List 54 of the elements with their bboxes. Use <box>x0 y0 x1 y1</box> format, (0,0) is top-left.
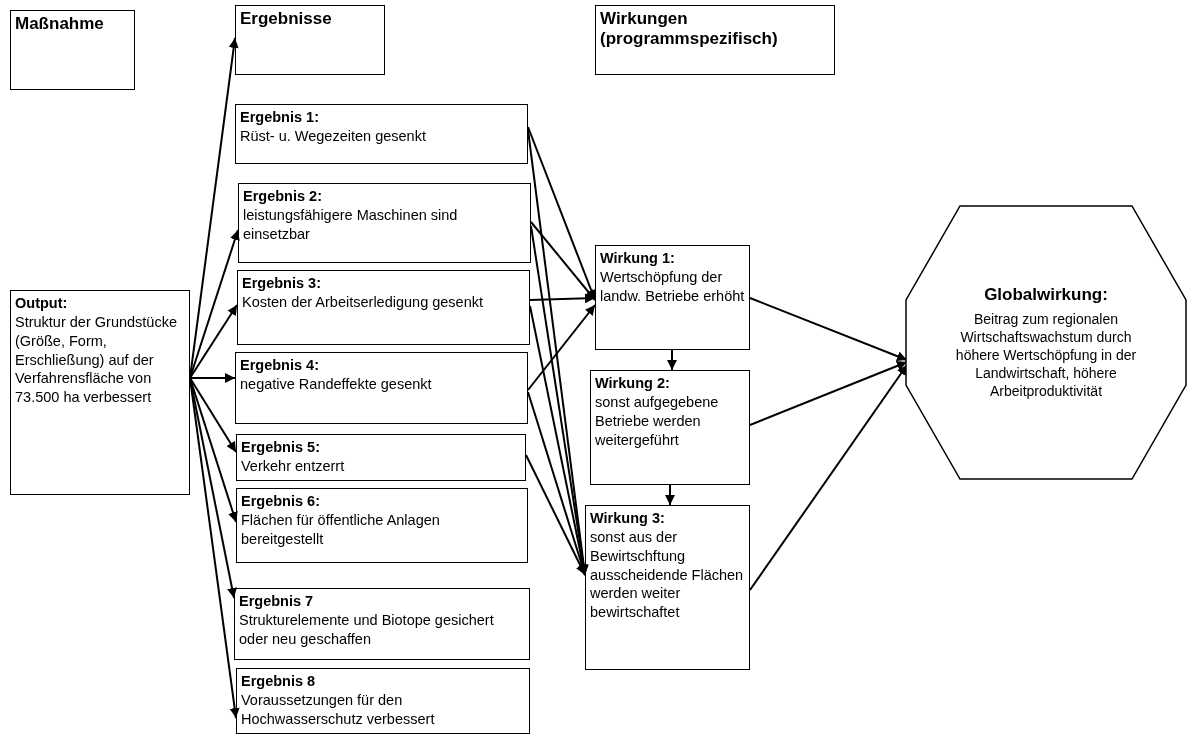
box-text: negative Randeffekte gesenkt <box>240 374 433 394</box>
box-text: leistungsfähigere Maschinen sind einsetzbar <box>243 205 459 244</box>
process-box <box>595 245 750 350</box>
column-header-box <box>235 5 385 75</box>
box-text: Struktur der Grundstücke (Größe, Form, Erschließung) auf der Verfahrensfläche von 73.500 ha verbessert <box>15 312 178 408</box>
box-text: sonst aufgegebene Betriebe werden weitergeführt <box>595 392 720 450</box>
process-box <box>590 370 750 485</box>
box-heading: Ergebnis 3: <box>242 274 322 293</box>
column-heading: Maßnahme <box>15 14 105 35</box>
box-heading: Wirkung 3: <box>590 509 666 528</box>
box-heading: Ergebnis 2: <box>243 187 323 206</box>
process-box <box>236 434 526 481</box>
process-box <box>10 290 190 495</box>
process-box <box>236 668 530 734</box>
arrow <box>189 304 238 379</box>
box-text: Kosten der Arbeitserledigung gesenkt <box>242 292 485 312</box>
arrow <box>189 377 238 523</box>
box-heading: Wirkung 1: <box>600 249 676 268</box>
box-heading: Globalwirkung: <box>984 284 1108 307</box>
arrow <box>667 349 677 371</box>
process-box <box>236 488 528 563</box>
box-text: Strukturelemente und Biotope gesichert oder neu geschaffen <box>239 610 495 649</box>
box-text: Wertschöpfung der landw. Betriebe erhöht <box>600 267 745 306</box>
box-heading: Ergebnis 6: <box>241 492 321 511</box>
process-box <box>235 104 528 164</box>
process-box <box>238 183 531 263</box>
box-text: Flächen für öffentliche Anlagen bereitgestellt <box>241 510 441 549</box>
box-heading: Ergebnis 8 <box>241 672 317 691</box>
box-heading: Output: <box>15 294 69 313</box>
box-text: Beitrag zum regionalen Wirtschaftswachstum durch höhere Wertschöpfung in der Landwirtschaft, höhere Arbeitproduktivität <box>954 309 1138 401</box>
box-text: Rüst- u. Wegezeiten gesenkt <box>240 126 427 146</box>
arrow <box>525 454 586 576</box>
column-header-box <box>10 10 135 90</box>
box-text: Voraussetzungen für den Hochwasserschutz verbessert <box>241 690 436 729</box>
process-box <box>585 505 750 670</box>
box-heading: Wirkung 2: <box>595 374 671 393</box>
column-header-box <box>595 5 835 75</box>
box-heading: Ergebnis 4: <box>240 356 320 375</box>
arrow <box>527 304 596 391</box>
arrow <box>665 484 675 506</box>
box-heading: Ergebnis 1: <box>240 108 320 127</box>
box-text: sonst aus der Bewirtschftung ausscheidende Flächen werden weiter bewirtschaftet <box>590 527 745 623</box>
arrow <box>529 293 596 304</box>
process-box <box>235 352 528 424</box>
column-heading: Ergebnisse <box>240 9 333 30</box>
arrow <box>530 221 596 301</box>
box-heading: Ergebnis 7 <box>239 592 315 611</box>
process-box <box>234 588 530 660</box>
column-heading: Wirkungen (programmspezifisch) <box>600 9 779 50</box>
process-box <box>237 270 530 345</box>
box-text: Verkehr entzerrt <box>241 456 346 476</box>
arrow <box>189 373 236 383</box>
box-heading: Ergebnis 5: <box>241 438 321 457</box>
arrow <box>189 377 237 453</box>
